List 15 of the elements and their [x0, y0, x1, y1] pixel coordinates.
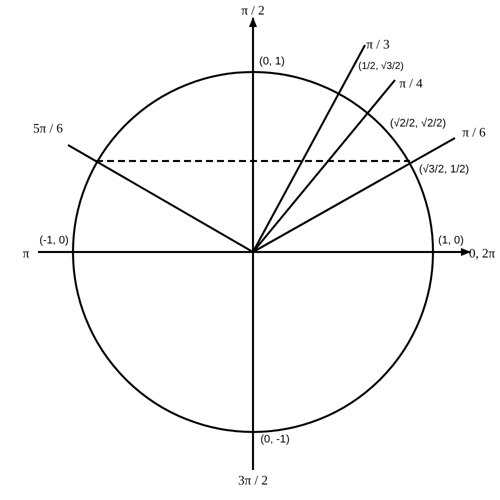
coordinate-label: (1, 0) — [438, 236, 464, 246]
coordinate-label: (√3/2, 1/2) — [418, 164, 470, 176]
angle-label: π — [22, 246, 30, 260]
angle-label: π / 2 — [241, 4, 265, 16]
coordinate-label: (0, 1) — [259, 56, 285, 68]
angle-label: 0, 2π — [468, 246, 496, 260]
angle-label: 5π / 6 — [33, 122, 63, 134]
angle-label: π / 4 — [399, 76, 423, 90]
angle-label: π / 6 — [462, 126, 486, 138]
coordinate-label: (√2/2, √2/2) — [390, 118, 446, 130]
coordinate-label: (1/2, √3/2) — [358, 62, 404, 72]
coordinate-label: (0, -1) — [260, 434, 290, 446]
coordinate-label: (-1, 0) — [39, 236, 69, 246]
angle-label: 3π / 2 — [238, 474, 268, 486]
angle-label: π / 3 — [366, 38, 390, 50]
